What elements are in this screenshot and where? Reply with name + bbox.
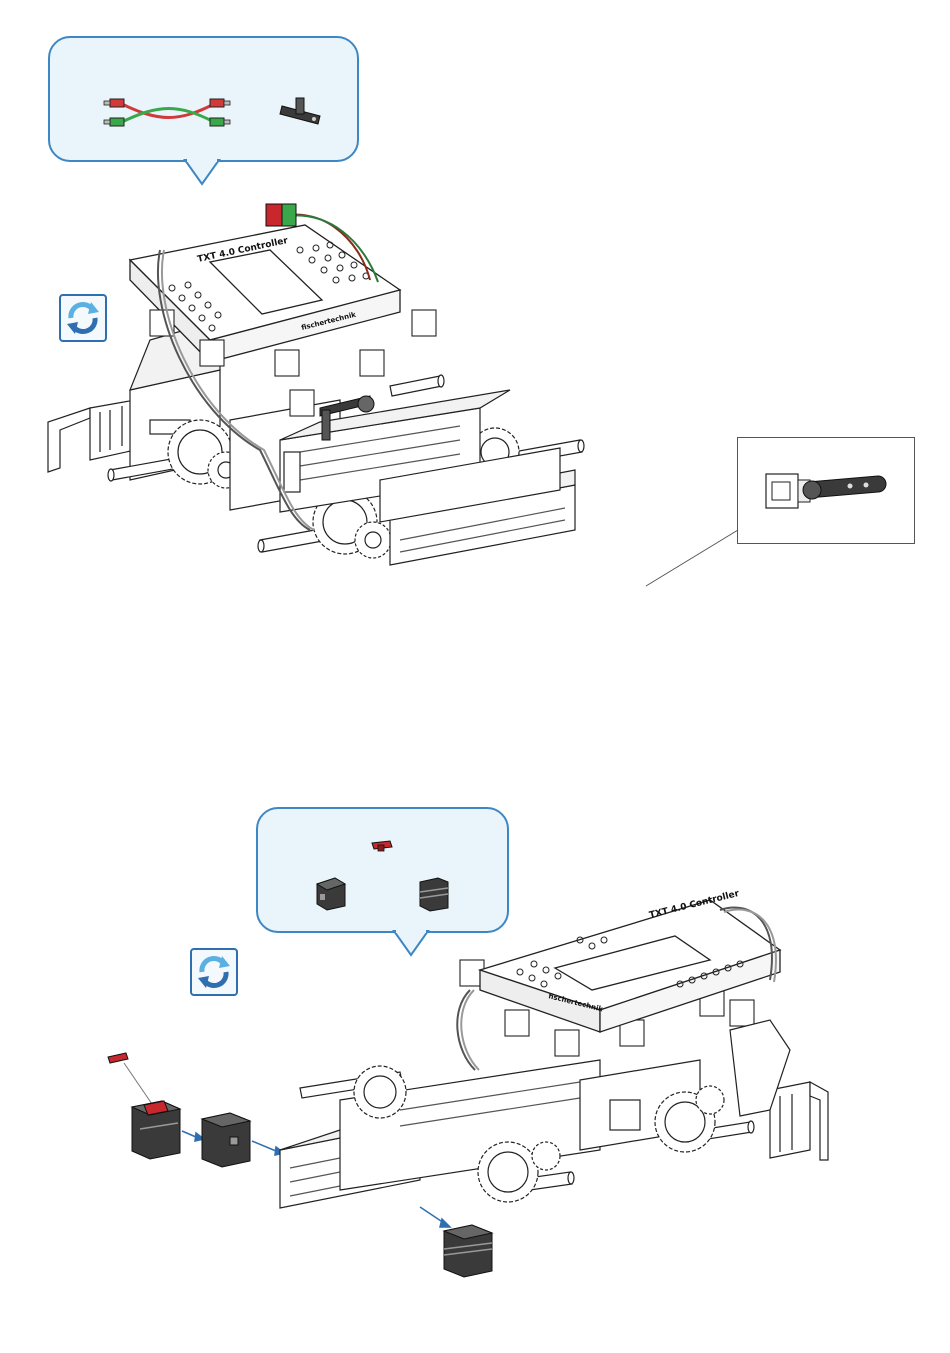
model-illustration-step-1: TXT 4.0 Controller fischertechnik [40,190,600,590]
model-illustration-step-2: TXT 4.0 Controller fischertechnik [280,860,840,1220]
red-connector-part-icon [370,839,394,853]
lever-arm-icon [276,98,326,128]
bottom-double-block [444,1225,492,1277]
parts-bubble-tail-step-1 [183,158,223,186]
block-with-connector [132,1101,180,1159]
middle-block [202,1113,250,1167]
detail-callout-box [737,437,915,544]
cable-icon [104,96,234,130]
right-bracket [770,1082,828,1160]
connector-plugs [266,204,296,226]
callout-leader-line [646,530,746,590]
rotate-model-icon-step-2 [190,948,238,996]
left-bracket [48,400,135,472]
